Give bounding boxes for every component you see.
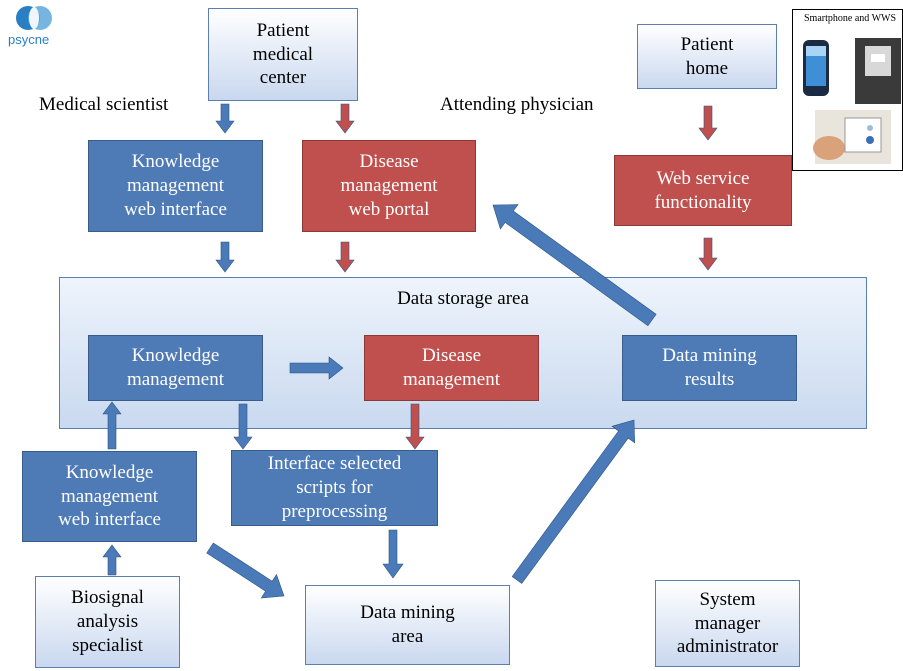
arrow-km-to-scripts [233, 403, 253, 450]
data-mining-results-box: Data mining results [622, 335, 797, 401]
biosignal-specialist-box: Biosignal analysis specialist [35, 576, 180, 668]
arrow-mining-area-to-results [511, 419, 636, 584]
arrow-km-web-left-to-km [102, 401, 122, 450]
arrow-specialist-to-km-web [102, 544, 122, 576]
arrow-home-to-web-service [698, 105, 718, 141]
arrow-km-to-disease [289, 356, 344, 380]
patient-home-box: Patient home [637, 24, 777, 89]
km-web-interface-top-box: Knowledge management web interface [88, 140, 263, 232]
data-storage-title: Data storage area [397, 288, 529, 309]
psycne-logo [6, 4, 66, 46]
web-service-box: Web service functionality [614, 155, 792, 226]
wearable-vest-photo [855, 38, 901, 104]
photo-panel: Smartphone and WWS [792, 9, 903, 171]
system-manager-box: System manager administrator [655, 580, 800, 667]
smartphone-photo [803, 40, 829, 96]
medical-scientist-label: Medical scientist [39, 94, 169, 115]
knowledge-management-box: Knowledge management [88, 335, 263, 401]
arrow-disease-to-scripts [405, 403, 425, 450]
arrow-web-service-to-storage [698, 237, 718, 271]
disease-web-portal-box: Disease management web portal [302, 140, 476, 232]
interface-scripts-box: Interface selected scripts for preproces… [231, 450, 438, 526]
attending-physician-label: Attending physician [440, 94, 594, 115]
arrow-scripts-to-mining-area [382, 529, 404, 579]
arrow-km-web-to-mining-area [206, 542, 285, 599]
arrow-km-web-to-storage [215, 241, 235, 273]
disease-management-box: Disease management [364, 335, 539, 401]
arrow-center-to-portal [335, 103, 355, 134]
patient-medical-center-box: Patient medical center [208, 8, 358, 101]
arrow-portal-to-storage [335, 241, 355, 273]
photo-panel-title: Smartphone and WWS [804, 13, 897, 24]
arrow-scientist-to-km-web [215, 103, 235, 134]
logo-text: psycne [8, 32, 50, 47]
arrow-results-to-portal [492, 204, 657, 327]
sensor-device-photo [813, 110, 891, 164]
data-mining-area-box: Data mining area [305, 585, 510, 665]
km-web-interface-left-box: Knowledge management web interface [22, 451, 197, 542]
